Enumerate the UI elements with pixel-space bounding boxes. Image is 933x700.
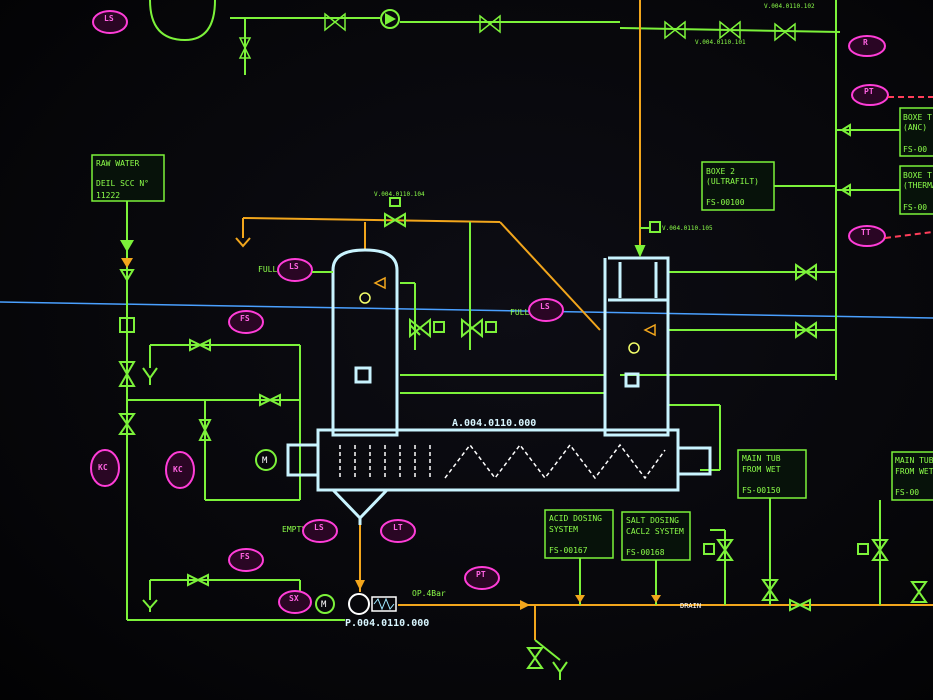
svg-text:LT: LT	[393, 523, 403, 532]
svg-text:LS: LS	[540, 302, 550, 311]
svg-text:FULL: FULL	[258, 265, 277, 274]
svg-text:FROM WET: FROM WET	[895, 467, 933, 476]
interior-pipes	[400, 185, 836, 471]
svg-text:BOXE T: BOXE T	[903, 113, 932, 122]
mixer-tag: A.004.0110.000	[452, 418, 536, 429]
svg-text:V.004.0110.102: V.004.0110.102	[764, 3, 815, 10]
svg-text:FROM WET: FROM WET	[742, 465, 781, 474]
svg-text:MAIN TUB: MAIN TUB	[742, 454, 781, 463]
instrument-kc-2[interactable]: KC	[165, 451, 195, 489]
cursor-line	[0, 301, 933, 319]
svg-text:LS: LS	[104, 14, 114, 23]
instrument-tt-right[interactable]: TT	[848, 225, 886, 247]
motor-pump[interactable]: M	[315, 594, 335, 614]
svg-text:LS: LS	[314, 523, 324, 532]
instrument-fs-2[interactable]: FS	[228, 548, 264, 572]
svg-text:FS-00100: FS-00100	[706, 198, 745, 207]
svg-text:KC: KC	[173, 465, 183, 474]
valve-orange-line[interactable]	[634, 221, 661, 258]
pump-top[interactable]	[380, 9, 400, 29]
svg-text:V.004.0110.104: V.004.0110.104	[374, 191, 425, 198]
svg-text:CACL2 SYSTEM: CACL2 SYSTEM	[626, 527, 684, 536]
svg-text:(ANC): (ANC)	[903, 123, 927, 132]
pump-tag: P.004.0110.000	[345, 618, 429, 629]
op-label: OP.4Bar	[412, 589, 446, 598]
svg-text:MAIN TUB: MAIN TUB	[895, 456, 933, 465]
valve-top-mixer[interactable]	[384, 197, 406, 228]
svg-text:SX: SX	[289, 594, 299, 603]
svg-text:FS-00168: FS-00168	[626, 548, 665, 557]
svg-text:FS: FS	[240, 552, 250, 561]
svg-text:V.004.0110.101: V.004.0110.101	[695, 39, 746, 46]
box-right-low[interactable]: MAIN TUB FROM WET FS-00	[891, 451, 933, 501]
svg-text:FS: FS	[240, 314, 250, 323]
svg-text:R: R	[863, 38, 868, 47]
svg-text:SYSTEM: SYSTEM	[549, 525, 578, 534]
drain-valve[interactable]	[526, 639, 568, 680]
svg-text:ACID DOSING: ACID DOSING	[549, 514, 602, 523]
svg-text:DEIL SCC N°: DEIL SCC N°	[96, 179, 149, 188]
mixer-screw	[339, 443, 666, 480]
svg-text:BOXE 2: BOXE 2	[706, 167, 735, 176]
instrument-ls-empty[interactable]: EMPTY LS	[282, 519, 338, 543]
svg-text:M: M	[262, 456, 268, 466]
svg-text:11222: 11222	[96, 191, 120, 200]
branch-lines-left	[127, 338, 301, 612]
svg-text:FS-00: FS-00	[903, 203, 927, 212]
instrument-ls-full[interactable]: FULL LS	[258, 258, 333, 282]
svg-text:SALT DOSING: SALT DOSING	[626, 516, 679, 525]
instrument-fs-1[interactable]: FS	[228, 310, 264, 334]
instrument-ls-full-2[interactable]: FULL LS	[510, 298, 564, 322]
instrument-ls-top[interactable]: LS	[92, 10, 128, 34]
acid-dosing-box[interactable]: ACID DOSING SYSTEM FS-00167	[544, 509, 614, 559]
svg-text:BOXE T: BOXE T	[903, 171, 932, 180]
box-right-mid[interactable]: BOXE T (THERMA) FS-00	[899, 165, 933, 215]
drain-label: DRAIN	[680, 602, 701, 610]
lower-right-valves[interactable]	[703, 539, 928, 612]
box-right-top[interactable]: BOXE T (ANC) FS-00	[899, 107, 933, 157]
svg-text:TT: TT	[861, 228, 871, 237]
svg-text:RAW WATER: RAW WATER	[96, 159, 140, 168]
svg-text:FULL: FULL	[510, 308, 529, 317]
instrument-kc-1[interactable]: KC	[90, 449, 120, 487]
feed-line-left	[118, 201, 345, 621]
svg-text:PT: PT	[476, 570, 486, 579]
pump-main[interactable]	[348, 593, 397, 615]
svg-text:EMPTY: EMPTY	[282, 525, 306, 534]
svg-text:FS-00167: FS-00167	[549, 546, 588, 555]
raw-water-box[interactable]: RAW WATER DEIL SCC N° 11222	[91, 154, 165, 202]
svg-text:(THERMA): (THERMA)	[903, 181, 933, 190]
lamp-left	[359, 276, 386, 304]
instrument-lt[interactable]: LT	[380, 519, 416, 543]
instrument-r-top[interactable]: R	[848, 35, 886, 57]
svg-text:FS-00: FS-00	[903, 145, 927, 154]
valve-tags: V.004.0110.104 V.004.0110.105 V.004.0110…	[374, 3, 815, 232]
motor-left[interactable]: M	[255, 449, 277, 471]
svg-text:LS: LS	[289, 262, 299, 271]
lamp-right	[628, 323, 656, 354]
svg-text:FS-00: FS-00	[895, 488, 919, 497]
right-lines	[836, 123, 900, 197]
instrument-sx[interactable]: SX	[278, 590, 312, 614]
svg-text:FS-00150: FS-00150	[742, 486, 781, 495]
svg-text:PT: PT	[864, 87, 874, 96]
svg-text:M: M	[321, 600, 327, 610]
utility-line-top	[235, 217, 601, 331]
main-tub-box[interactable]: MAIN TUB FROM WET FS-00150	[737, 449, 807, 499]
instrument-pt-right[interactable]: PT	[851, 84, 889, 106]
svg-text:V.004.0110.105: V.004.0110.105	[662, 225, 713, 232]
instrument-pt[interactable]: PT	[464, 566, 500, 590]
svg-text:(ULTRAFILT): (ULTRAFILT)	[706, 177, 759, 186]
mixer-vessel[interactable]	[286, 248, 712, 525]
boxe-ultrafilt[interactable]: BOXE 2 (ULTRAFILT) FS-00100	[701, 161, 775, 211]
salt-dosing-box[interactable]: SALT DOSING CACL2 SYSTEM FS-00168	[621, 511, 691, 561]
svg-text:KC: KC	[98, 463, 108, 472]
